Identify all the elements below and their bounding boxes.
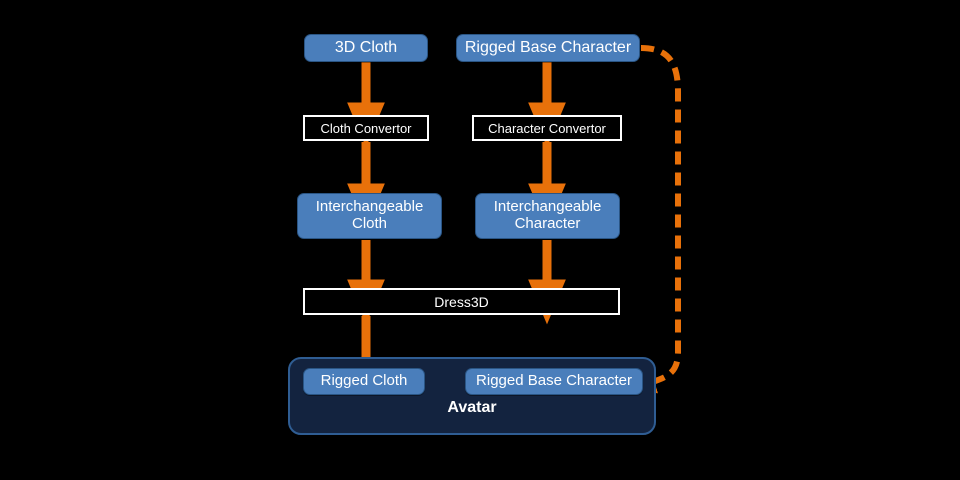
- node-interchangeable-cloth[interactable]: Interchangeable Cloth: [297, 193, 442, 239]
- node-interchangeable-cloth-label-line2: Cloth: [351, 215, 388, 232]
- arrow-character-bypass-to-avatar: [625, 45, 681, 394]
- node-dress3d[interactable]: Dress3D: [303, 288, 620, 315]
- node-rigged-cloth[interactable]: Rigged Cloth: [303, 368, 425, 395]
- node-interchangeable-character-label-line2: Character: [514, 215, 581, 232]
- node-cloth-convertor-label: Cloth Convertor: [320, 120, 412, 136]
- node-rigged-base-character-avatar-label: Rigged Base Character: [476, 372, 632, 390]
- node-character-convertor[interactable]: Character Convertor: [472, 115, 622, 141]
- node-rigged-base-character-avatar[interactable]: Rigged Base Character: [465, 368, 643, 395]
- node-interchangeable-character-label-line1: Interchangeable: [493, 198, 602, 216]
- node-dress3d-label: Dress3D: [434, 293, 489, 310]
- node-interchangeable-character[interactable]: Interchangeable Character: [475, 193, 620, 239]
- node-cloth-convertor[interactable]: Cloth Convertor: [303, 115, 429, 141]
- node-3d-cloth[interactable]: 3D Cloth: [304, 34, 428, 62]
- container-avatar-title: Avatar: [447, 399, 497, 416]
- node-rigged-cloth-label: Rigged Cloth: [320, 372, 408, 390]
- node-character-convertor-label: Character Convertor: [488, 120, 606, 136]
- node-3d-cloth-label: 3D Cloth: [334, 39, 398, 57]
- node-rigged-base-character-source[interactable]: Rigged Base Character: [456, 34, 640, 62]
- node-interchangeable-cloth-label-line1: Interchangeable: [315, 198, 424, 216]
- node-rigged-base-character-source-label: Rigged Base Character: [464, 39, 632, 57]
